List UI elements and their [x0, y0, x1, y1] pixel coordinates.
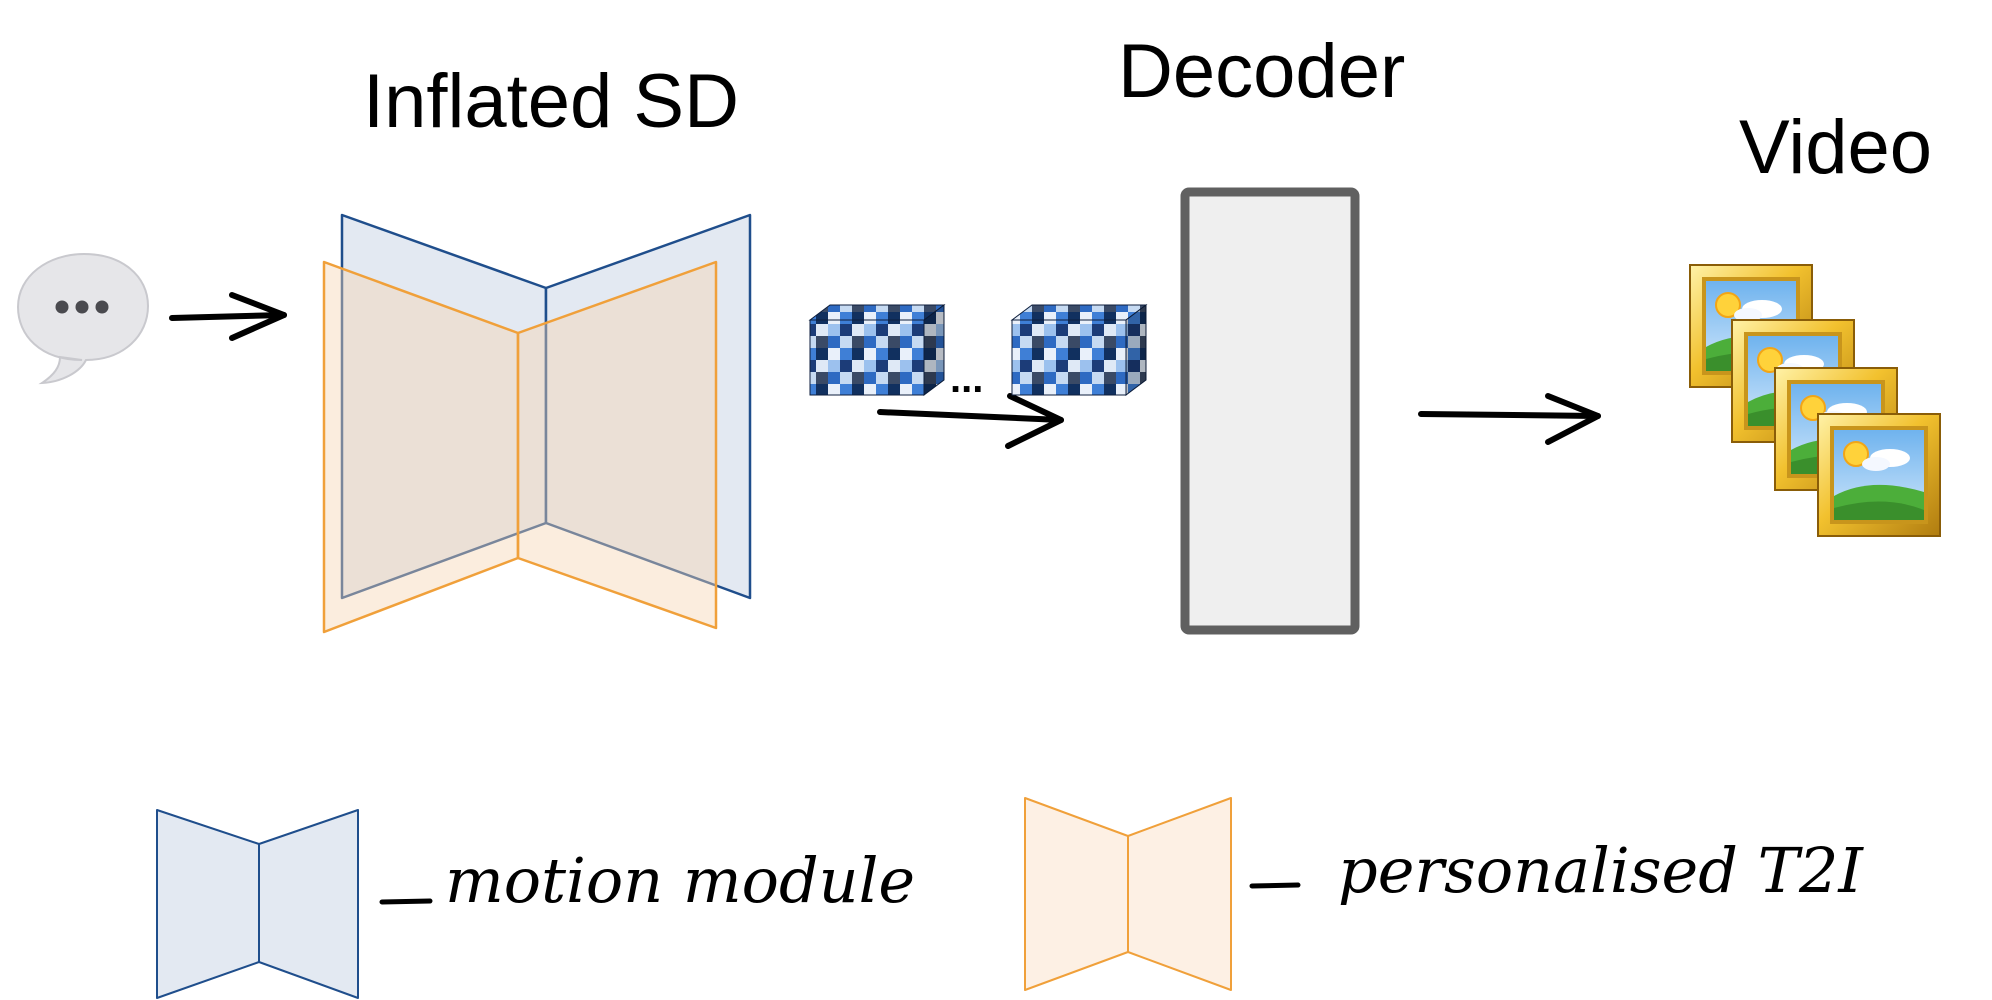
decoder-title: Decoder [1118, 29, 1406, 114]
legend-personalised-t2i-shape [1024, 797, 1232, 991]
arrow-input-to-sd [169, 292, 287, 341]
speech-bubble-icon [16, 252, 150, 385]
video-frames [1689, 264, 1941, 537]
latent-cube-icon [1010, 304, 1148, 396]
personalised-t2i-shape [322, 260, 718, 634]
latent-ellipsis: ... [950, 357, 983, 401]
legend-motion-module-shape [156, 809, 359, 999]
legend-personalised-t2i-label: personalised T2I [1338, 834, 1863, 907]
video-title: Video [1739, 105, 1933, 190]
legend-motion-module-label: motion module [445, 844, 916, 917]
latent-cube-icon [808, 304, 946, 396]
legend-t2i-dash [1249, 882, 1301, 889]
decoder-box [1180, 187, 1360, 635]
legend-motion-dash [379, 898, 433, 905]
motion-module-shape [340, 213, 752, 600]
framed-picture-icon [1817, 413, 1941, 537]
arrow-decoder-to-video [1418, 393, 1601, 445]
inflated-sd-title: Inflated SD [363, 59, 739, 144]
arrow-latent-to-decoder [877, 393, 1064, 449]
